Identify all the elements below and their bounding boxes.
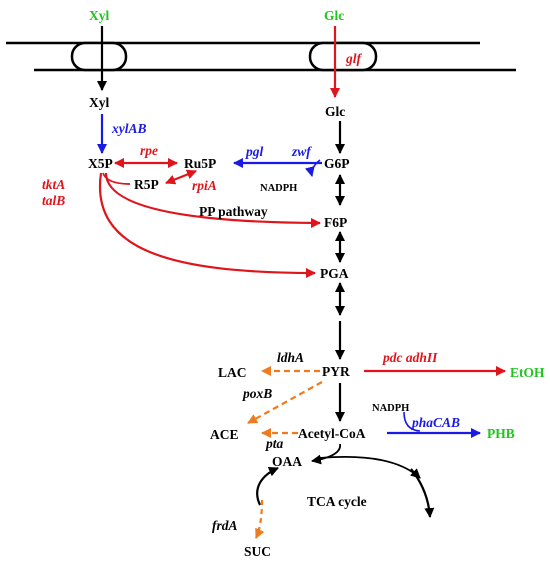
f6p-label: F6P	[324, 215, 347, 230]
cell-membrane	[6, 41, 516, 72]
metabolite-labels: Xyl Glc Xyl Glc X5P Ru5P G6P R5P F6P PGA…	[88, 8, 545, 559]
gene-poxb-label: poxB	[242, 386, 272, 401]
oaa-label: OAA	[272, 454, 302, 469]
gene-phacab-label: phaCAB	[411, 415, 460, 430]
lac-label: LAC	[218, 365, 247, 380]
ace-label: ACE	[210, 427, 239, 442]
arrow-pp-pga	[98, 172, 316, 278]
glc-intracellular-label: Glc	[325, 104, 345, 119]
arrow-acetylcoa-tca	[311, 443, 341, 465]
nadph-zwf-label: NADPH	[260, 183, 297, 194]
acetyl-coa-label: Acetyl-CoA	[298, 426, 366, 441]
gene-talb-label: talB	[42, 193, 65, 208]
g6p-label: G6P	[324, 156, 350, 171]
glucose-transporter	[308, 41, 378, 72]
gene-ldha-label: ldhA	[277, 350, 304, 365]
arrow-tca-cycle-left	[256, 466, 279, 506]
gene-glf-label: glf	[345, 51, 363, 66]
gene-zwf-label: zwf	[291, 144, 312, 159]
gene-xylab-label: xylAB	[111, 121, 147, 136]
gene-tkta-label: tktA	[42, 177, 65, 192]
arrow-pp-f6p	[104, 172, 321, 228]
glc-extracellular-label: Glc	[324, 8, 344, 23]
tca-cycle-label: TCA cycle	[307, 494, 367, 509]
pp-pathway-label: PP pathway	[199, 204, 268, 219]
nadph-phacab-label: NADPH	[372, 403, 409, 414]
arrow-nadph-zwf	[304, 159, 321, 177]
arrow-rpia	[165, 169, 197, 185]
ru5p-label: Ru5P	[184, 156, 216, 171]
gene-pdc-adhii-label: pdc adhII	[382, 350, 438, 365]
annotation-labels: NADPH NADPH PP pathway TCA cycle	[199, 183, 409, 509]
x5p-label: X5P	[88, 156, 113, 171]
arrow-frda	[254, 499, 265, 539]
xyl-extracellular-label: Xyl	[89, 8, 109, 23]
phb-label: PHB	[487, 426, 515, 441]
xylose-transporter	[70, 41, 128, 72]
gene-pta-label: pta	[265, 436, 284, 451]
etoh-label: EtOH	[510, 365, 545, 380]
gene-frda-label: frdA	[212, 518, 238, 533]
arrow-poxb	[247, 381, 323, 424]
suc-label: SUC	[244, 544, 271, 559]
arrow-x5p-r5p	[102, 172, 131, 185]
gene-rpe-label: rpe	[140, 143, 158, 158]
pga-label: PGA	[320, 266, 349, 281]
gene-pgl-label: pgl	[245, 144, 264, 159]
arrow-tca-cycle-arc	[319, 455, 421, 479]
arrow-nadph-phacab	[403, 411, 421, 432]
pyr-label: PYR	[322, 364, 350, 379]
xyl-intracellular-label: Xyl	[89, 95, 109, 110]
gene-rpia-label: rpiA	[192, 178, 217, 193]
r5p-label: R5P	[134, 177, 159, 192]
gene-labels: glf xylAB rpe pgl zwf rpiA tktA talB ldh…	[42, 51, 460, 533]
pathway-arrows	[97, 26, 506, 539]
arrow-tca-cycle-right	[410, 468, 435, 518]
